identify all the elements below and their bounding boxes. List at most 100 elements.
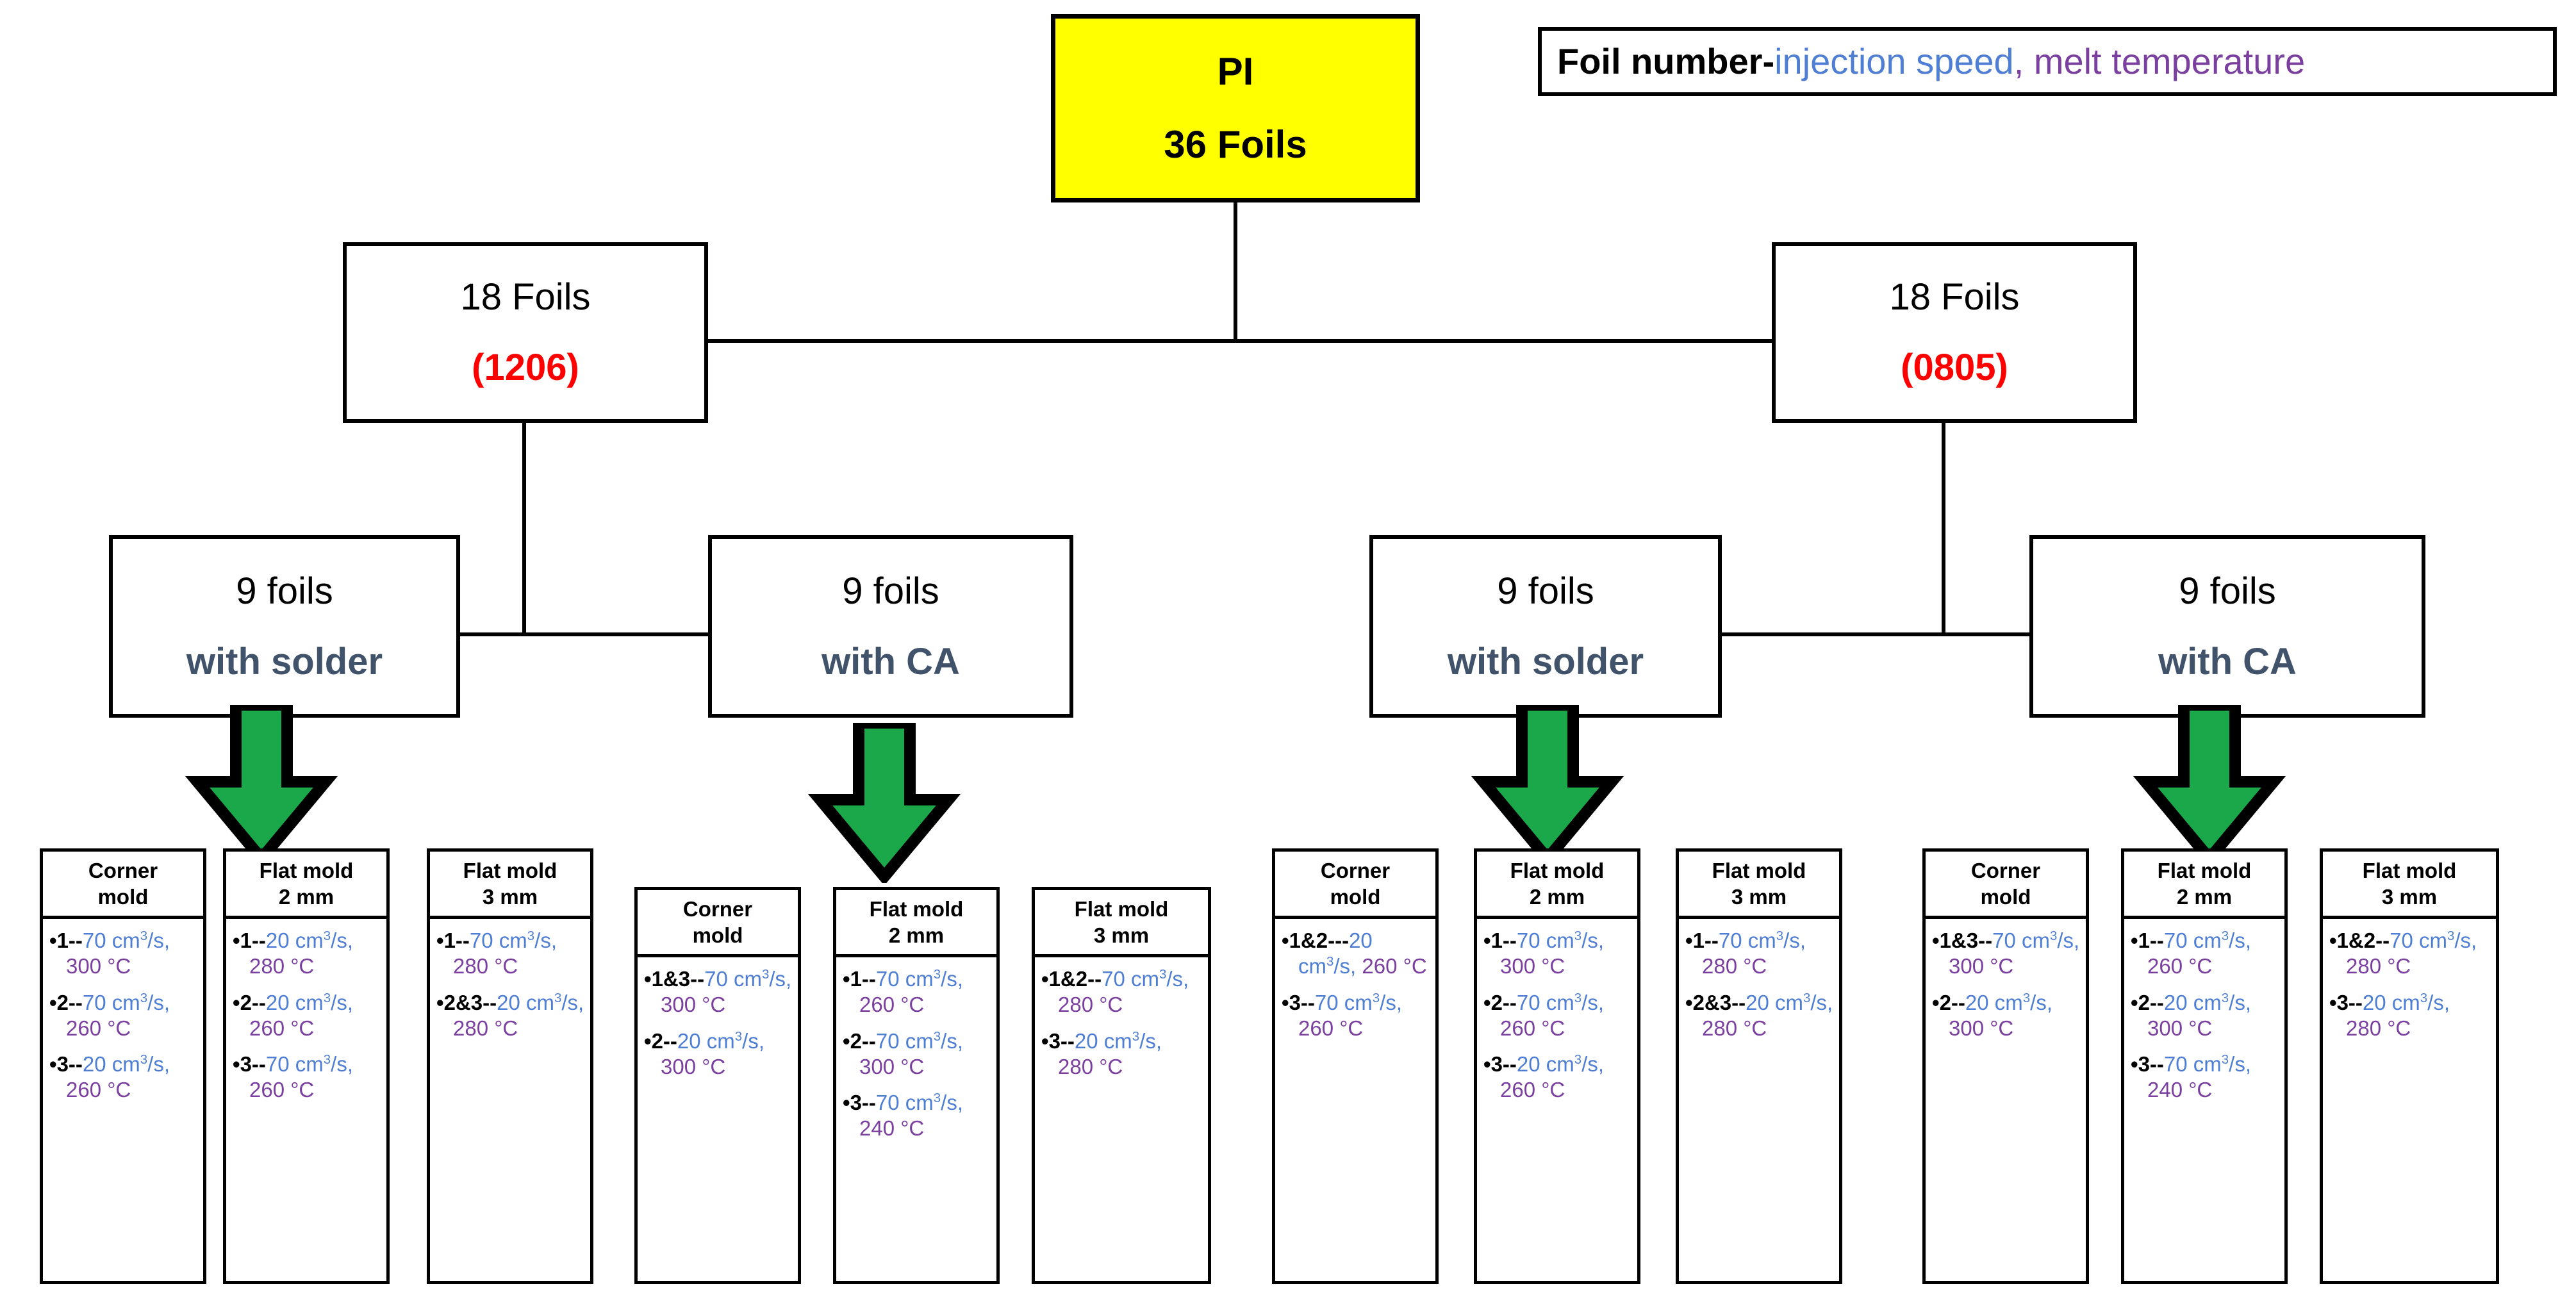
mold-card-body: •1&3--70 cm3/s, 300 °C•2--20 cm3/s, 300 … [634, 957, 801, 1284]
level3-node-0805-solder[interactable]: 9 foils with solder [1369, 535, 1722, 718]
bullet-icon: • [49, 1052, 57, 1076]
mold-card[interactable]: Flat mold 2 mm •1--70 cm3/s, 300 °C•2--7… [1474, 848, 1640, 1284]
melt-temperature: 280 °C [1702, 954, 1767, 978]
mold-card-header: Corner mold [1922, 848, 2089, 919]
mold-card[interactable]: Corner mold •1&3--70 cm3/s, 300 °C•2--20… [1922, 848, 2089, 1284]
level3-node-1206-ca[interactable]: 9 foils with CA [708, 535, 1073, 718]
level3-count-label: 9 foils [1497, 570, 1594, 612]
connector-left-level3-horizontal [460, 632, 708, 636]
level3-count-label: 9 foils [842, 570, 939, 612]
mold-card-header-line1: Corner [1970, 858, 2041, 882]
mold-card[interactable]: Flat mold 2 mm •1--20 cm3/s, 280 °C•2--2… [223, 848, 390, 1284]
injection-speed: 70 cm3/s, [1516, 990, 1604, 1014]
mold-spec-item: •2--70 cm3/s, 260 °C [49, 990, 198, 1042]
mold-card[interactable]: Flat mold 3 mm •1--70 cm3/s, 280 °C•2&3-… [1676, 848, 1842, 1284]
mold-card-header-line2: 3 mm [1093, 923, 1150, 947]
mold-card[interactable]: Flat mold 3 mm •1&2--70 cm3/s, 280 °C•3-… [2320, 848, 2499, 1284]
legend-part-injection-speed: injection speed [1774, 40, 2014, 81]
mold-card-header: Flat mold 3 mm [1676, 848, 1842, 919]
root-node-pi[interactable]: PI 36 Foils [1051, 14, 1420, 202]
mold-spec-item: •1--70 cm3/s, 260 °C [2131, 928, 2279, 980]
melt-temperature: 260 °C [1500, 1078, 1565, 1102]
melt-temperature: 260 °C [1298, 1016, 1364, 1040]
mold-card-header-line2: 3 mm [482, 885, 538, 909]
mold-card-header: Flat mold 2 mm [223, 848, 390, 919]
mold-spec-item: •2--70 cm3/s, 300 °C [843, 1028, 991, 1080]
melt-temperature: 280 °C [2346, 1016, 2411, 1040]
level3-node-0805-ca[interactable]: 9 foils with CA [2029, 535, 2425, 718]
melt-temperature: 300 °C [1949, 1016, 2014, 1040]
mold-card-body: •1&2--70 cm3/s, 280 °C•3--20 cm3/s, 280 … [1032, 957, 1211, 1284]
melt-temperature: 240 °C [859, 1116, 925, 1141]
mold-spec-item: •3--70 cm3/s, 260 °C [1282, 990, 1430, 1042]
foil-number: 1-- [1692, 928, 1719, 952]
foil-number: 2&3-- [443, 990, 497, 1014]
mold-spec-item: •1--20 cm3/s, 280 °C [233, 928, 381, 980]
mold-spec-item: •3--20 cm3/s, 280 °C [2329, 990, 2491, 1042]
connector-right-branch-vertical [1942, 423, 1945, 634]
level3-node-1206-solder[interactable]: 9 foils with solder [109, 535, 460, 718]
mold-card[interactable]: Flat mold 2 mm •1--70 cm3/s, 260 °C•2--7… [833, 887, 1000, 1284]
melt-temperature: 260 °C [66, 1078, 131, 1102]
bullet-icon: • [2131, 1052, 2138, 1076]
injection-speed: 70 cm3/s, [2390, 928, 2477, 952]
bullet-icon: • [1282, 928, 1289, 952]
mold-card-body: •1&2---20 cm3/s, 260 °C•3--70 cm3/s, 260… [1272, 919, 1439, 1284]
foil-number: 1-- [1490, 928, 1517, 952]
melt-temperature: 260 °C [66, 1016, 131, 1040]
injection-speed: 70 cm3/s, [875, 967, 963, 991]
mold-card[interactable]: Flat mold 3 mm •1--70 cm3/s, 280 °C•2&3-… [427, 848, 593, 1284]
bullet-icon: • [644, 967, 652, 991]
mold-card[interactable]: Flat mold 3 mm •1&2--70 cm3/s, 280 °C•3-… [1032, 887, 1211, 1284]
level2-code-label: (0805) [1901, 347, 2008, 388]
melt-temperature: 260 °C [249, 1078, 315, 1102]
foil-number: 3-- [850, 1091, 876, 1114]
melt-temperature: 280 °C [1702, 1016, 1767, 1040]
bullet-icon: • [2131, 928, 2138, 952]
mold-card-header: Flat mold 3 mm [1032, 887, 1211, 957]
bullet-icon: • [1041, 967, 1049, 991]
melt-temperature: 260 °C [1362, 954, 1427, 978]
foil-number: 1-- [240, 928, 266, 952]
level3-adhesive-label: with solder [1447, 640, 1644, 682]
mold-card-header: Corner mold [40, 848, 206, 919]
mold-card[interactable]: Flat mold 2 mm •1--70 cm3/s, 260 °C•2--2… [2121, 848, 2288, 1284]
mold-card-body: •1--70 cm3/s, 300 °C•2--70 cm3/s, 260 °C… [1474, 919, 1640, 1284]
level2-node-0805[interactable]: 18 Foils (0805) [1772, 242, 2137, 423]
mold-spec-item: •2--20 cm3/s, 300 °C [644, 1028, 793, 1080]
mold-spec-item: •1--70 cm3/s, 300 °C [1483, 928, 1632, 980]
bullet-icon: • [1282, 990, 1289, 1014]
injection-speed: 20 cm3/s, [1074, 1028, 1162, 1053]
foil-number: 2-- [850, 1028, 876, 1053]
level3-adhesive-label: with CA [822, 640, 960, 682]
foil-number: 2-- [56, 990, 83, 1014]
green-arrow-down-group2 [807, 723, 961, 883]
connector-left-branch-vertical [522, 423, 526, 634]
mold-card-header-line2: 2 mm [1529, 885, 1585, 909]
injection-speed: 20 cm3/s, [265, 928, 353, 952]
mold-card[interactable]: Corner mold •1&3--70 cm3/s, 300 °C•2--20… [634, 887, 801, 1284]
injection-speed: 70 cm3/s, [82, 928, 170, 952]
melt-temperature: 260 °C [1500, 1016, 1565, 1040]
mold-spec-item: •2--20 cm3/s, 300 °C [1932, 990, 2081, 1042]
injection-speed: 70 cm3/s, [469, 928, 557, 952]
connector-right-level3-horizontal [1722, 632, 2029, 636]
mold-spec-item: •3--20 cm3/s, 260 °C [49, 1052, 198, 1103]
mold-card-body: •1&2--70 cm3/s, 280 °C•3--20 cm3/s, 280 … [2320, 919, 2499, 1284]
mold-card-header: Flat mold 2 mm [2121, 848, 2288, 919]
melt-temperature: 280 °C [1058, 1054, 1123, 1078]
injection-speed: 20 cm3/s, [2163, 990, 2251, 1014]
level3-adhesive-label: with CA [2158, 640, 2297, 682]
mold-card[interactable]: Corner mold •1&2---20 cm3/s, 260 °C•3--7… [1272, 848, 1439, 1284]
bullet-icon: • [1041, 1028, 1049, 1053]
mold-card-header-line1: Flat mold [869, 896, 964, 921]
bullet-icon: • [233, 990, 240, 1014]
mold-card-body: •1--20 cm3/s, 280 °C•2--20 cm3/s, 260 °C… [223, 919, 390, 1284]
mold-card-body: •1&3--70 cm3/s, 300 °C•2--20 cm3/s, 300 … [1922, 919, 2089, 1284]
injection-speed: 20 cm3/s, [1516, 1052, 1604, 1076]
level2-node-1206[interactable]: 18 Foils (1206) [343, 242, 708, 423]
bullet-icon: • [49, 928, 57, 952]
mold-card-header-line2: 2 mm [2176, 885, 2233, 909]
mold-card[interactable]: Corner mold •1--70 cm3/s, 300 °C•2--70 c… [40, 848, 206, 1284]
mold-card-header: Flat mold 3 mm [2320, 848, 2499, 919]
